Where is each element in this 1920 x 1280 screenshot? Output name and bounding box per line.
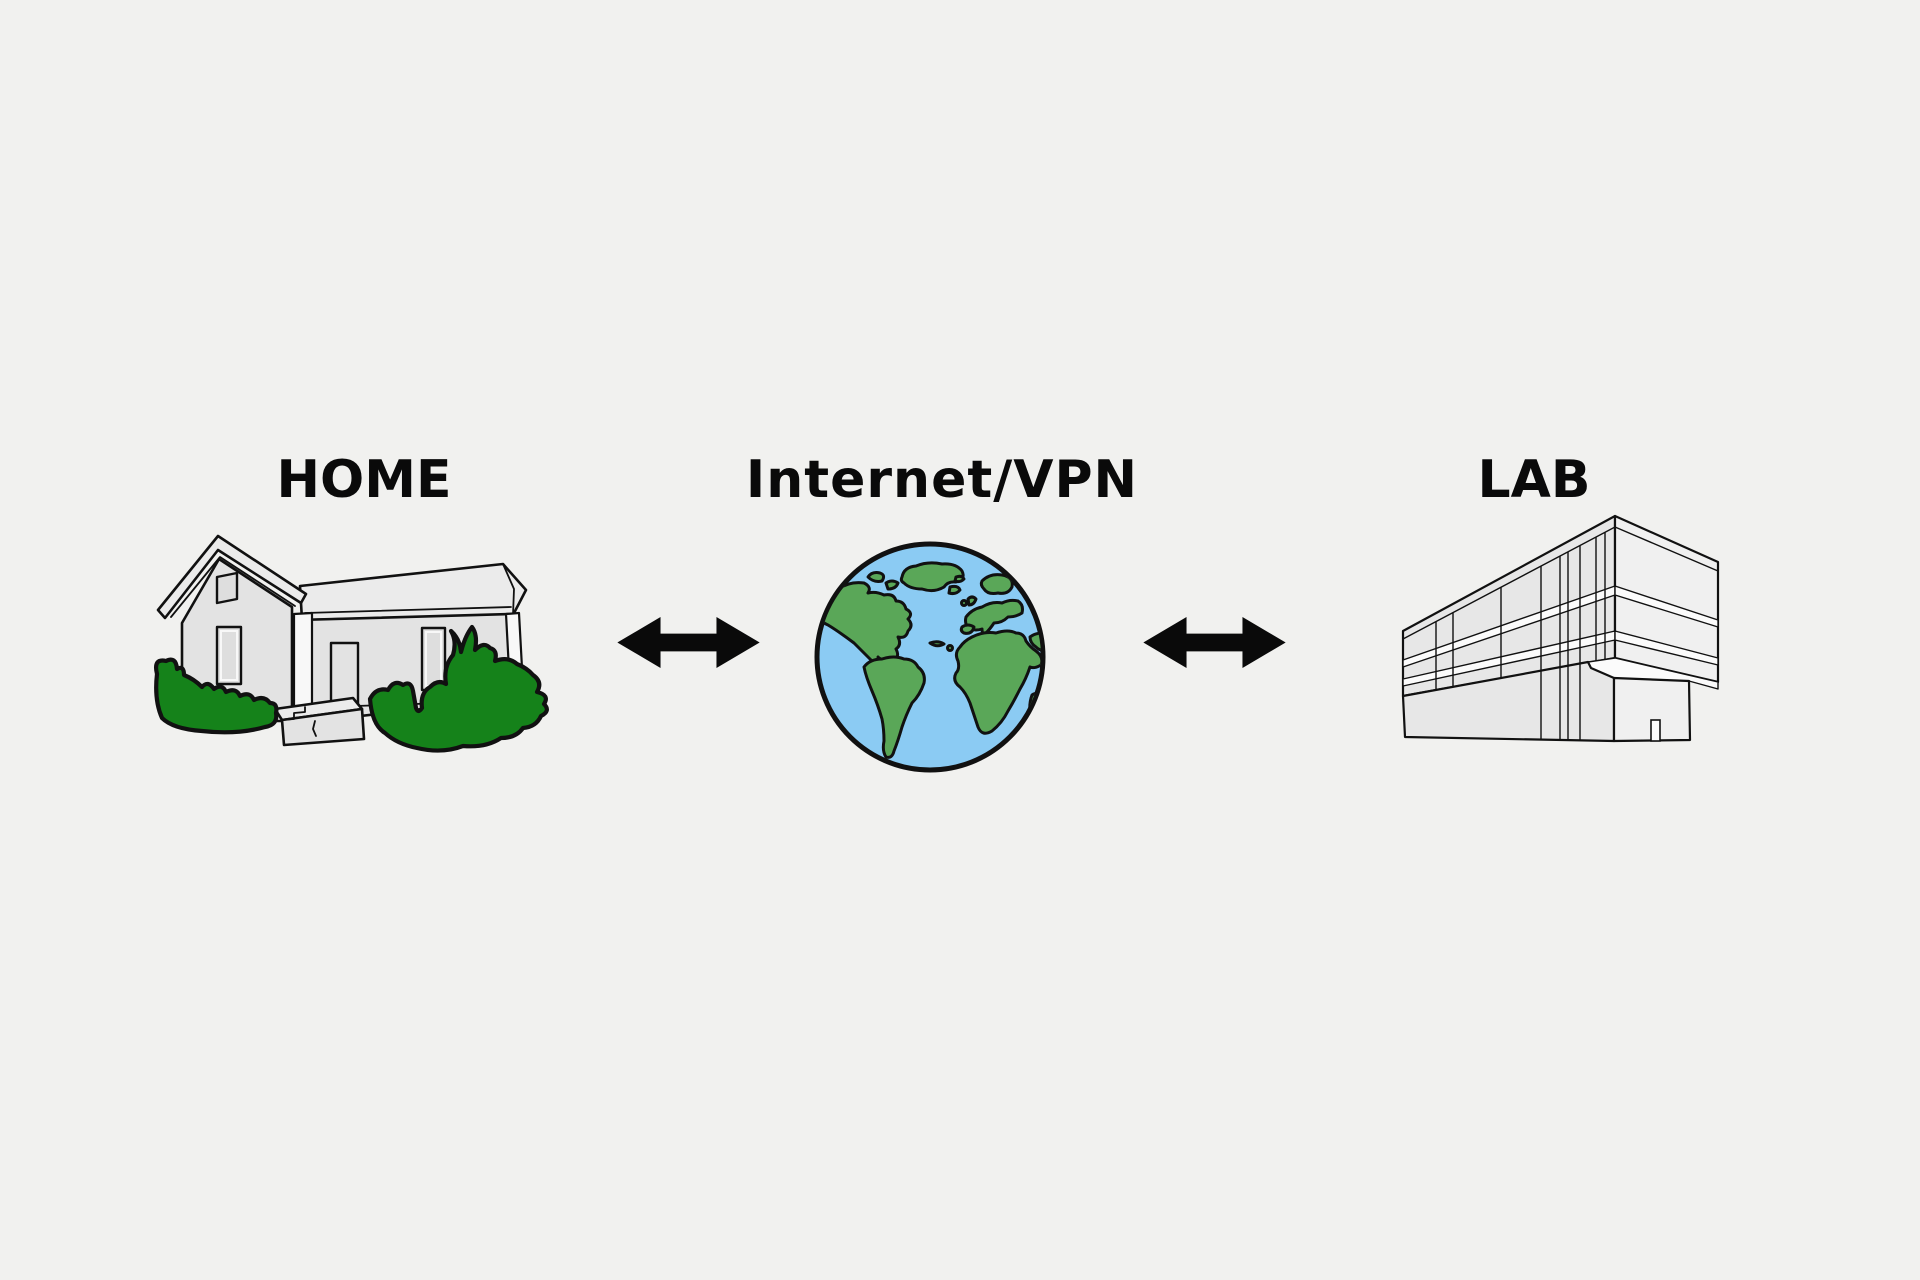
globe-icon	[814, 541, 1046, 773]
home-internet-arrow-icon	[617, 616, 760, 669]
bush-left	[153, 657, 279, 735]
lab-label: LAB	[1477, 450, 1591, 510]
lab-building-icon	[1401, 514, 1720, 743]
bush-right	[367, 624, 549, 753]
internet-lab-arrow-icon	[1143, 616, 1286, 669]
house-icon	[153, 534, 549, 753]
internet-vpn-label: Internet/VPN	[745, 450, 1139, 510]
home-label: HOME	[276, 450, 452, 510]
